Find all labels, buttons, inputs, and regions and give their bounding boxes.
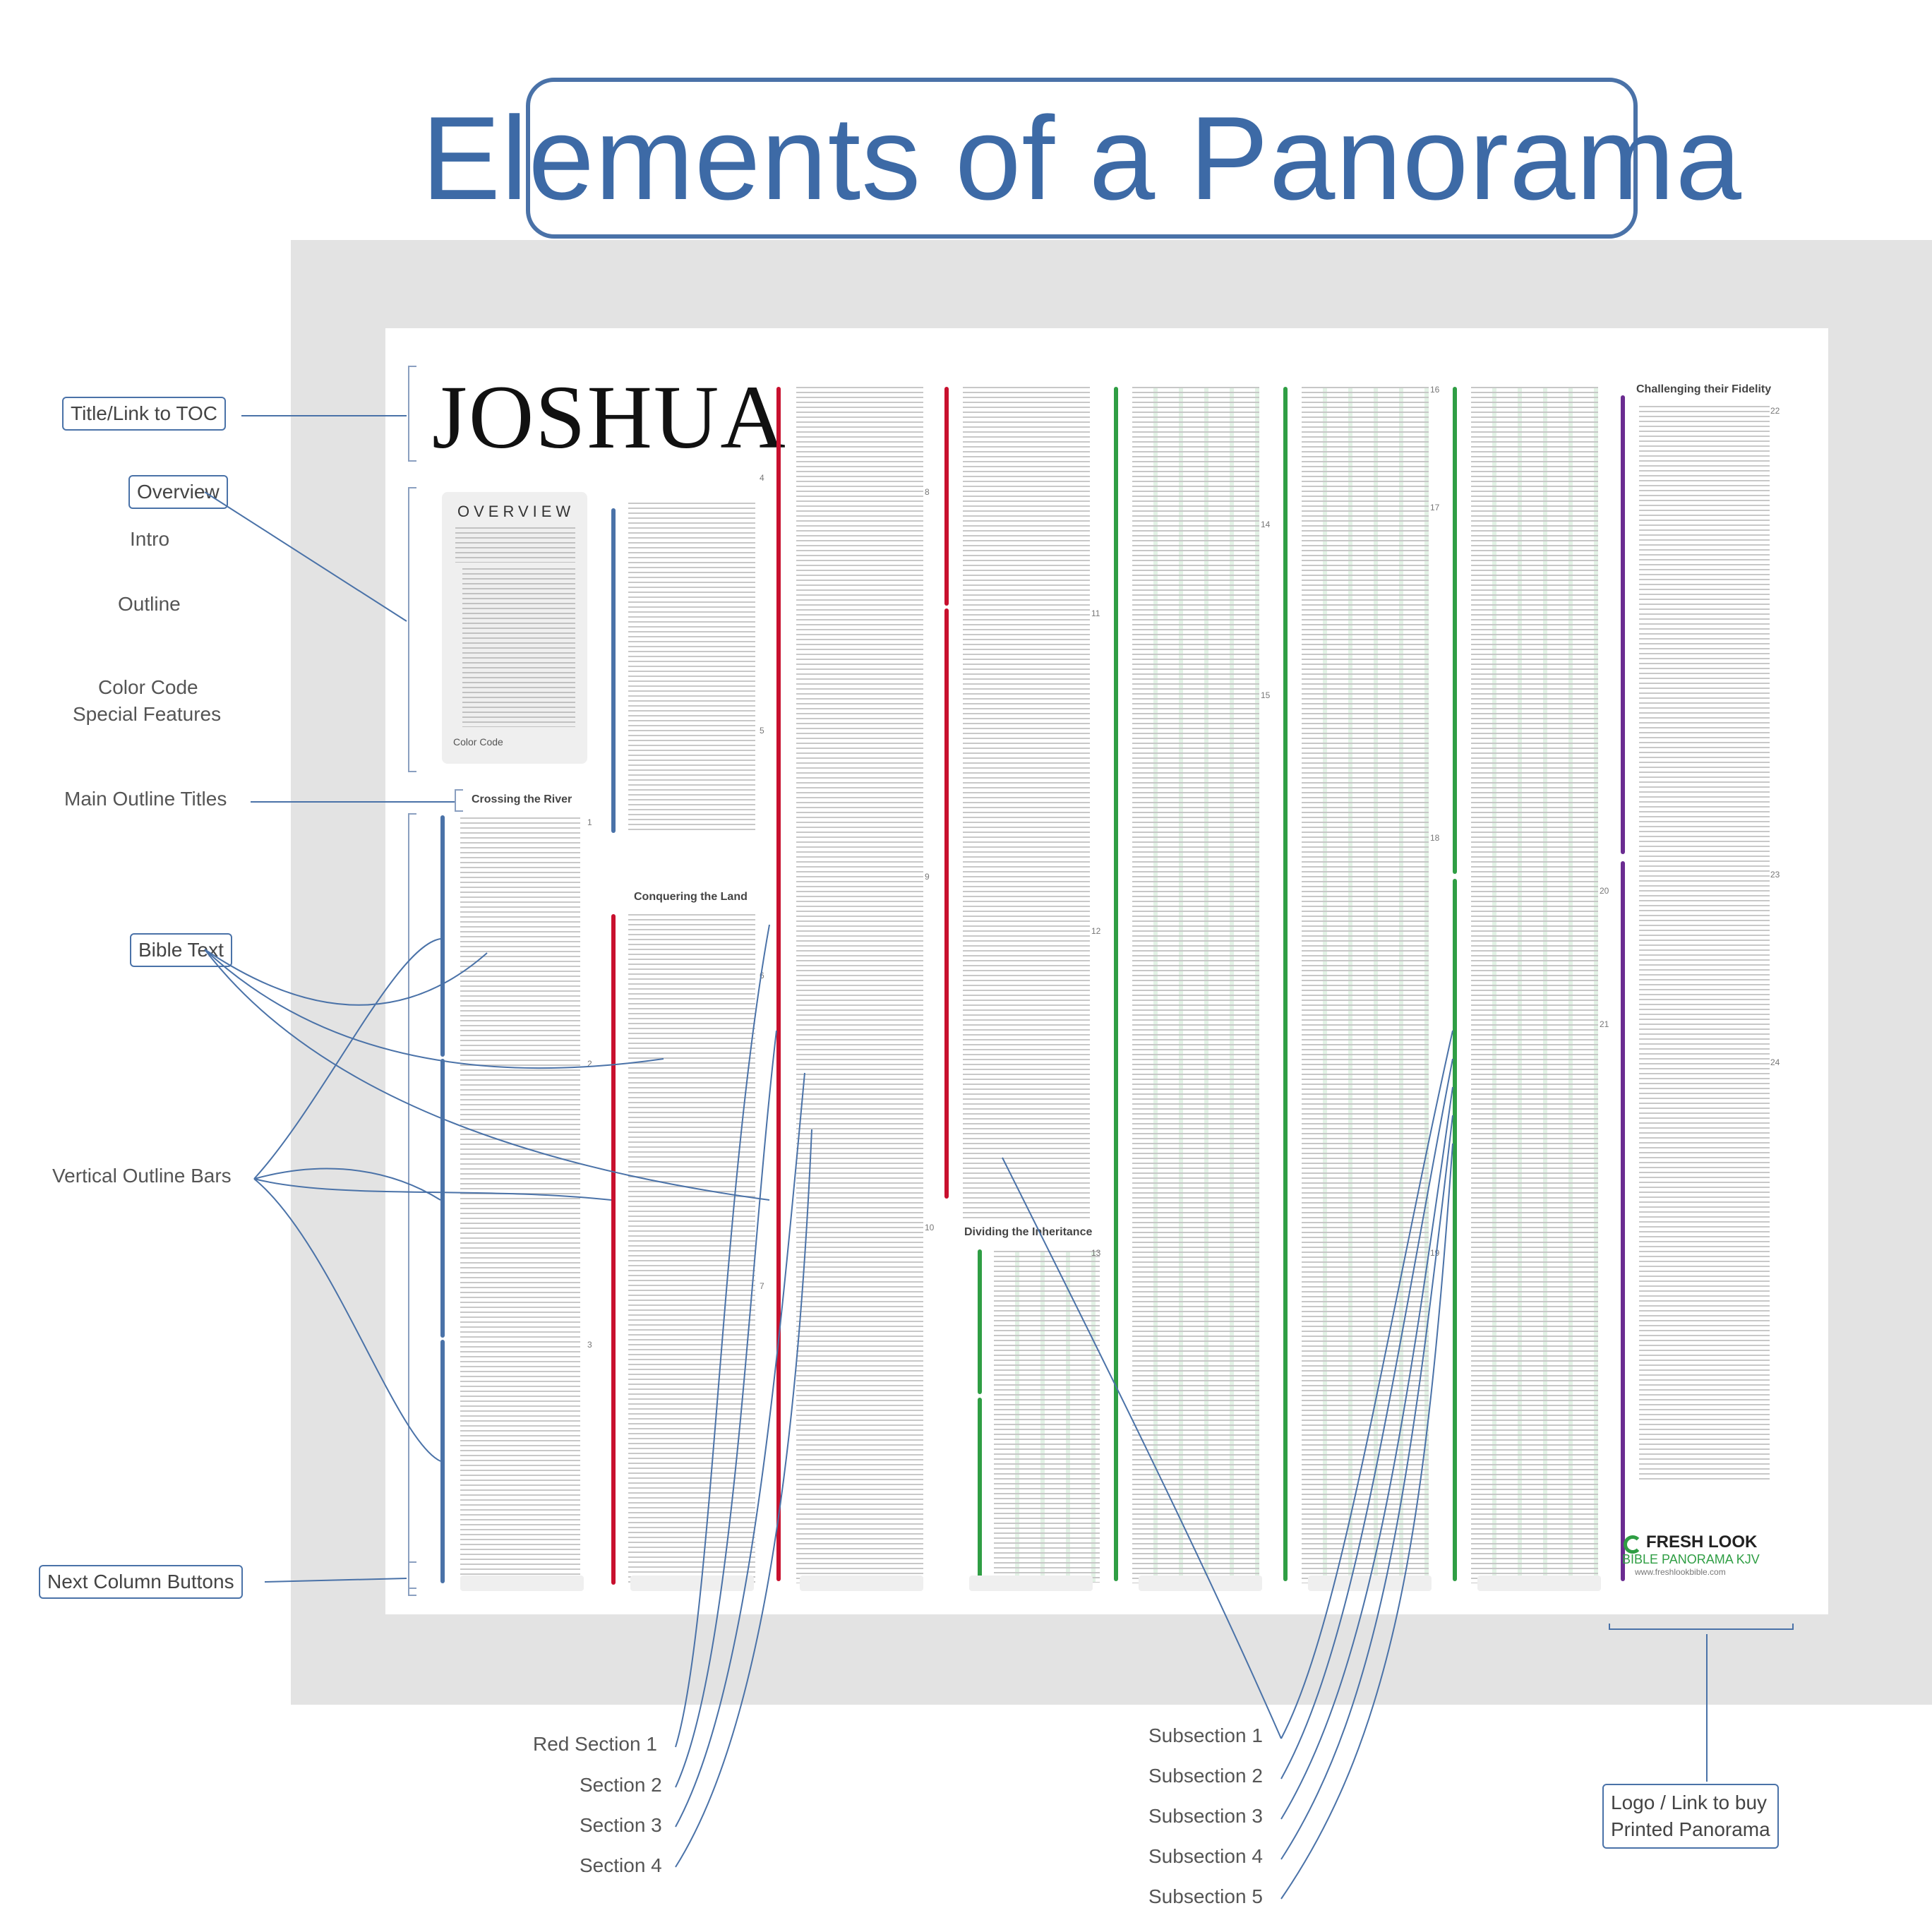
callout-section-2: Section 2 [580, 1774, 662, 1796]
book-title-link[interactable]: JOSHUA [432, 367, 787, 467]
bible-text-column-3 [796, 387, 923, 1583]
panorama-title-box: Elements of a Panorama [421, 78, 1741, 239]
bible-text-column-4a [963, 387, 1090, 1220]
vertical-outline-bar-red[interactable] [944, 387, 949, 606]
chapter-number: 8 [925, 487, 930, 497]
vertical-outline-bar-green[interactable] [978, 1249, 982, 1394]
callout-subsection-4: Subsection 4 [1148, 1845, 1263, 1867]
callout-subsection-1: Subsection 1 [1148, 1724, 1263, 1746]
callout-next-column-buttons: Next Column Buttons [39, 1565, 243, 1599]
chapter-number: 22 [1770, 406, 1780, 416]
next-column-button[interactable] [969, 1576, 1093, 1591]
chapter-number: 5 [760, 726, 764, 736]
callout-red-section-1: Red Section 1 [533, 1733, 657, 1755]
callout-logo-line-2: Printed Panorama [1611, 1818, 1770, 1840]
logo-line-1: FRESH LOOK [1646, 1532, 1758, 1552]
bible-text-column-7 [1471, 387, 1598, 1583]
panorama-title: Elements of a Panorama [421, 91, 1742, 224]
fresh-look-logo-link[interactable]: FRESH LOOK BIBLE PANORAMA KJV www.freshl… [1622, 1532, 1760, 1577]
callout-subsection-3: Subsection 3 [1148, 1805, 1263, 1827]
section-title-dividing: Dividing the Inheritance [964, 1226, 1093, 1238]
bracket-section-title [455, 789, 463, 812]
chapter-number: 23 [1770, 870, 1780, 880]
bible-text-column-4b [994, 1251, 1100, 1583]
bible-text-column-8 [1639, 406, 1770, 1482]
callout-special-features: Special Features [73, 703, 222, 725]
chapter-number: 16 [1430, 385, 1440, 395]
callout-logo-line-1: Logo / Link to buy [1611, 1792, 1768, 1813]
section-title-crossing: Crossing the River [472, 793, 572, 805]
bracket-bible-text [408, 813, 416, 1589]
vertical-outline-bar-green[interactable] [978, 1398, 982, 1583]
next-column-button[interactable] [1139, 1576, 1262, 1591]
callout-logo-link: Logo / Link to buy Printed Panorama [1602, 1784, 1779, 1849]
bracket-next-buttons [408, 1561, 416, 1596]
logo-line-2: BIBLE PANORAMA KJV [1622, 1552, 1760, 1566]
vertical-outline-bar-red[interactable] [944, 608, 949, 841]
section-title-challenging: Challenging their Fidelity [1636, 383, 1772, 395]
vertical-outline-bar-red[interactable] [611, 914, 616, 1585]
chapter-number: 24 [1770, 1057, 1780, 1067]
chapter-number: 4 [760, 473, 764, 483]
chapter-number: 20 [1600, 886, 1609, 896]
vertical-outline-bar-green[interactable] [1114, 387, 1118, 1581]
overview-intro-text [455, 527, 575, 563]
chapter-number: 2 [587, 1059, 592, 1069]
bible-text-column-2a [628, 503, 755, 833]
callout-outline: Outline [118, 593, 181, 615]
next-column-button[interactable] [1308, 1576, 1432, 1591]
bible-text-column-5 [1132, 387, 1259, 1583]
vertical-outline-bar-red[interactable] [944, 805, 949, 1199]
chapter-number: 18 [1430, 833, 1440, 843]
vertical-outline-bar-green[interactable] [1453, 387, 1457, 874]
vertical-outline-bar[interactable] [440, 1059, 445, 1338]
chapter-number: 10 [925, 1223, 935, 1232]
callout-section-4: Section 4 [580, 1854, 662, 1876]
chapter-number: 9 [925, 872, 930, 882]
bracket-overview [408, 487, 416, 772]
chapter-number: 17 [1430, 503, 1440, 512]
chapter-number: 12 [1091, 926, 1101, 936]
chapter-number: 7 [760, 1281, 764, 1291]
vertical-outline-bar[interactable] [611, 508, 616, 833]
chapter-number: 6 [760, 971, 764, 980]
chapter-number: 21 [1600, 1019, 1609, 1029]
callout-overview: Overview [128, 475, 228, 509]
overview-heading: OVERVIEW [457, 503, 575, 520]
bracket-title [408, 366, 416, 462]
bible-text-column-6 [1302, 387, 1429, 1583]
section-title-conquering: Conquering the Land [634, 891, 748, 903]
bible-text-column-2b [628, 914, 755, 1583]
vertical-outline-bar-red[interactable] [776, 387, 781, 1581]
logo-line-3: www.freshlookbible.com [1635, 1567, 1726, 1577]
vertical-outline-bar-purple[interactable] [1621, 861, 1625, 1581]
chapter-number: 15 [1261, 690, 1271, 700]
chapter-number: 13 [1091, 1248, 1101, 1258]
chapter-number: 1 [587, 817, 592, 827]
chapter-number: 3 [587, 1340, 592, 1350]
vertical-outline-bar-green[interactable] [1283, 387, 1288, 1581]
callout-intro: Intro [130, 528, 170, 550]
callout-title-link: Title/Link to TOC [62, 397, 227, 431]
chapter-number: 14 [1261, 520, 1271, 529]
next-column-button[interactable] [1477, 1576, 1601, 1591]
callout-subsection-5: Subsection 5 [1148, 1885, 1263, 1907]
next-column-button[interactable] [800, 1576, 923, 1591]
callout-section-3: Section 3 [580, 1814, 662, 1836]
callout-vertical-outline-bars: Vertical Outline Bars [52, 1165, 232, 1187]
callout-subsection-2: Subsection 2 [1148, 1765, 1263, 1787]
vertical-outline-bar[interactable] [440, 1340, 445, 1583]
fresh-look-logo-icon [1624, 1535, 1642, 1554]
vertical-outline-bar[interactable] [440, 815, 445, 1057]
chapter-number: 11 [1091, 608, 1100, 618]
callout-main-outline-titles: Main Outline Titles [64, 788, 227, 810]
overview-outline-text [462, 568, 575, 727]
callout-color-code: Color Code [98, 676, 198, 698]
vertical-outline-bar-purple[interactable] [1621, 395, 1625, 854]
bible-text-column-1 [460, 817, 580, 1583]
vertical-outline-bar-green[interactable] [1453, 879, 1457, 1581]
next-column-button[interactable] [460, 1576, 584, 1591]
color-code-label: Color Code [453, 736, 503, 748]
